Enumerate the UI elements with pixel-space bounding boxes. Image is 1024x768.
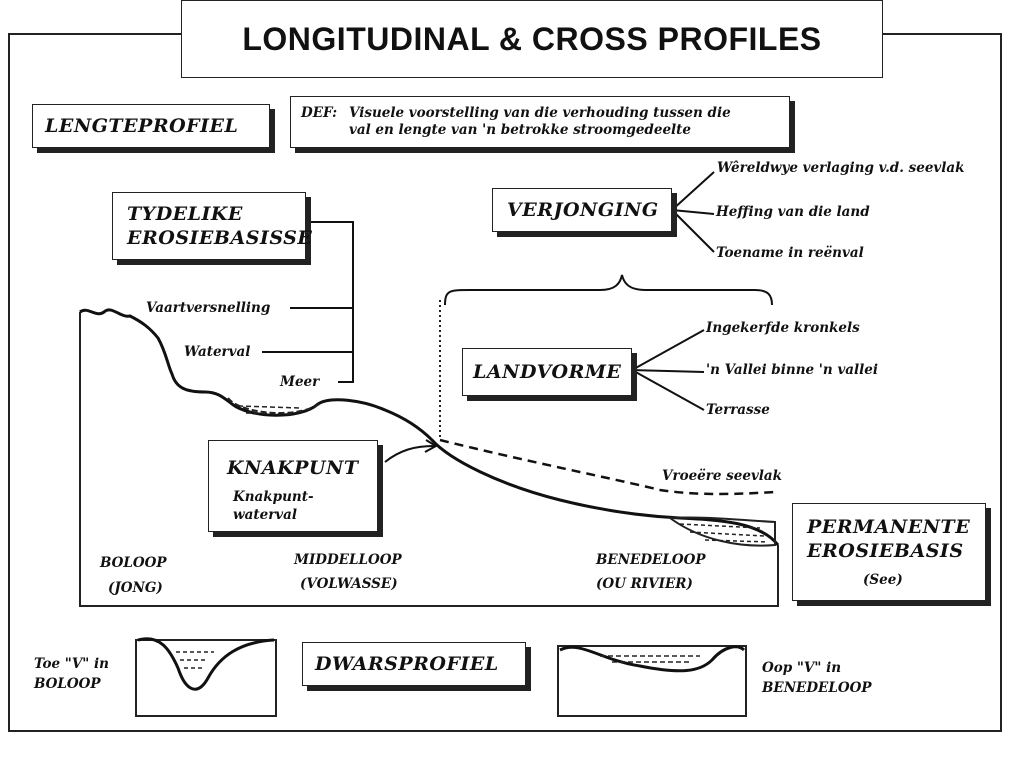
definition-box: DEF: Visuele voorstelling van die verhou… bbox=[290, 96, 790, 148]
label-vroeere-seevlak: Vroeëre seevlak bbox=[662, 468, 783, 484]
verjonging-box: VERJONGING bbox=[492, 188, 672, 232]
former-sea-level bbox=[439, 438, 776, 496]
landvorme-item-2: 'n Vallei binne 'n vallei bbox=[706, 362, 879, 378]
lake-meer bbox=[227, 397, 323, 414]
label-vaartversnelling: Vaartversnelling bbox=[146, 300, 271, 316]
stage-boloop-sub: (JONG) bbox=[108, 580, 163, 596]
verjonging-label: VERJONGING bbox=[507, 199, 659, 221]
cross-right-line-1: Oop "V" in bbox=[762, 660, 842, 676]
profile-frame bbox=[79, 312, 779, 607]
dwarsprofiel-label: DWARSPROFIEL bbox=[315, 653, 499, 675]
landvorme-item-1: Ingekerfde kronkels bbox=[706, 320, 860, 336]
tydelike-line-2: EROSIEBASISSE bbox=[127, 227, 313, 249]
sea-deposit bbox=[667, 516, 776, 547]
knakpunt-sub-1: Knakpunt- bbox=[233, 489, 314, 505]
verjonging-cause-1: Wêreldwye verlaging v.d. seevlak bbox=[717, 160, 965, 176]
dwarsprofiel-box: DWARSPROFIEL bbox=[302, 642, 526, 686]
knakpunt-box: KNAKPUNT Knakpunt- waterval bbox=[208, 440, 378, 532]
landvorme-box: LANDVORME bbox=[462, 348, 632, 396]
stage-boloop: BOLOOP bbox=[100, 555, 167, 571]
permanente-sub: (See) bbox=[863, 572, 903, 588]
permanente-line-2: EROSIEBASIS bbox=[807, 540, 964, 562]
title-box: LONGITUDINAL & CROSS PROFILES bbox=[181, 0, 883, 78]
label-meer: Meer bbox=[280, 374, 320, 390]
stage-middelloop: MIDDELLOOP bbox=[294, 552, 402, 568]
rejuvenation-brace bbox=[444, 274, 773, 306]
v-valley-steep bbox=[137, 637, 275, 691]
v-valley-open bbox=[559, 645, 746, 673]
definition-label: DEF: bbox=[301, 105, 338, 121]
cross-left-line-2: BOLOOP bbox=[34, 676, 101, 692]
knakpunt-sub-2: waterval bbox=[233, 507, 298, 523]
stage-middelloop-sub: (VOLWASSE) bbox=[300, 576, 398, 592]
tydelike-bracket bbox=[305, 221, 354, 383]
permanente-box: PERMANENTE EROSIEBASIS (See) bbox=[792, 503, 986, 601]
cross-right-line-2: BENEDELOOP bbox=[762, 680, 872, 696]
stage-benedeloop-sub: (OU RIVIER) bbox=[596, 576, 693, 592]
verjonging-cause-2: Heffing van die land bbox=[716, 204, 870, 220]
cross-left-line-1: Toe "V" in bbox=[34, 656, 109, 672]
label-waterval: Waterval bbox=[184, 344, 251, 360]
verjonging-cause-3: Toename in reënval bbox=[716, 245, 864, 261]
tydelike-line-1: TYDELIKE bbox=[127, 203, 243, 225]
lengteprofiel-box: LENGTEPROFIEL bbox=[32, 104, 270, 148]
landvorme-label: LANDVORME bbox=[473, 361, 622, 383]
definition-line-2: val en lengte van 'n betrokke stroomgede… bbox=[349, 122, 691, 138]
definition-line-1: Visuele voorstelling van die verhouding … bbox=[349, 105, 731, 121]
permanente-line-1: PERMANENTE bbox=[807, 516, 971, 538]
cross-profile-left-box bbox=[135, 639, 277, 717]
knakpunt-title: KNAKPUNT bbox=[227, 457, 359, 479]
tydelike-box: TYDELIKE EROSIEBASISSE bbox=[112, 192, 312, 260]
knakpunt-arrow bbox=[384, 445, 435, 463]
stage-benedeloop: BENEDELOOP bbox=[596, 552, 706, 568]
cross-profile-right-box bbox=[557, 645, 747, 717]
landvorme-item-3: Terrasse bbox=[706, 402, 770, 418]
lengteprofiel-label: LENGTEPROFIEL bbox=[45, 115, 239, 137]
page-title: LONGITUDINAL & CROSS PROFILES bbox=[242, 20, 822, 57]
